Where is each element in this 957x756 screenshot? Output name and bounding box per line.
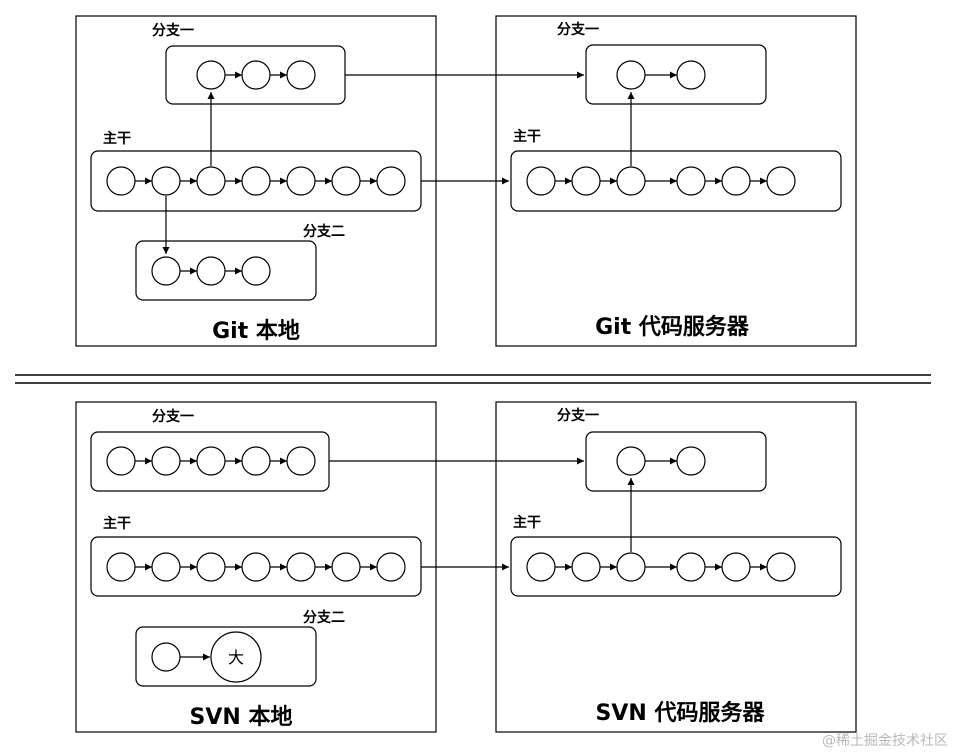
svn-local-title: SVN 本地	[190, 705, 293, 730]
git-server-trunk-label: 主干	[513, 128, 541, 145]
svn-local-big-node	[210, 631, 262, 683]
commit-node	[526, 166, 556, 196]
commit-node	[616, 446, 646, 476]
commit-node	[616, 166, 646, 196]
commit-node	[196, 256, 226, 286]
svn-local-big-node-text: 大	[228, 648, 244, 667]
commit-node	[286, 166, 316, 196]
git-server-trunk-commits	[526, 166, 796, 196]
commit-node	[286, 552, 316, 582]
svn-server-title: SVN 代码服务器	[596, 701, 766, 726]
commit-node	[151, 446, 181, 476]
commit-node	[721, 166, 751, 196]
commit-node	[196, 166, 226, 196]
commit-node	[616, 60, 646, 90]
svn-server-branch1-commits	[616, 446, 706, 476]
watermark-text: @稀土掘金技术社区	[822, 733, 948, 749]
commit-node	[241, 552, 271, 582]
svn-local-branch2-commit-node	[151, 642, 181, 672]
svn-local-branch2-label: 分支二	[303, 609, 345, 626]
commit-node	[376, 552, 406, 582]
commit-node	[241, 166, 271, 196]
commit-node	[196, 552, 226, 582]
commit-node	[106, 552, 136, 582]
commit-node	[676, 60, 706, 90]
commit-node	[766, 552, 796, 582]
commit-node	[616, 552, 646, 582]
commit-node	[106, 446, 136, 476]
svn-server-trunk-commits	[526, 552, 796, 582]
svn-local-branch1-commits	[106, 446, 316, 476]
commit-node	[241, 60, 271, 90]
commit-node	[151, 256, 181, 286]
git-local-branch1-commits	[196, 60, 316, 90]
commit-node	[196, 446, 226, 476]
git-server-branch1-commits	[616, 60, 706, 90]
git-local-branch2-commits	[151, 256, 271, 286]
svn-section: 分支一 主干 分支二 大 分支一 主干 SVN 本地 SVN 代码服务器	[75, 401, 857, 733]
git-local-title: Git 本地	[212, 319, 300, 344]
git-local-branch1-label: 分支一	[152, 22, 194, 39]
commit-node	[331, 166, 361, 196]
commit-node	[676, 166, 706, 196]
commit-node	[151, 166, 181, 196]
git-local-branch2-label: 分支二	[303, 223, 345, 240]
git-server-title: Git 代码服务器	[595, 315, 750, 340]
commit-node	[106, 166, 136, 196]
commit-node	[196, 60, 226, 90]
git-section: 分支一 主干 分支二 分支一 主干 Git 本地 Git 代码服务器	[75, 15, 857, 347]
commit-node	[571, 166, 601, 196]
commit-node	[151, 552, 181, 582]
commit-node	[286, 446, 316, 476]
section-divider	[15, 374, 931, 384]
svn-local-branch1-label: 分支一	[152, 408, 194, 425]
commit-node	[526, 552, 556, 582]
commit-node	[331, 552, 361, 582]
commit-node	[721, 552, 751, 582]
git-local-trunk-label: 主干	[103, 130, 131, 147]
git-server-branch1-label: 分支一	[557, 21, 599, 38]
svn-local-trunk-commits	[106, 552, 406, 582]
svn-server-trunk-label: 主干	[513, 514, 541, 531]
commit-node	[766, 166, 796, 196]
commit-node	[241, 256, 271, 286]
commit-node	[676, 552, 706, 582]
git-local-trunk-commits	[106, 166, 406, 196]
commit-node	[571, 552, 601, 582]
commit-node	[241, 446, 271, 476]
commit-node	[376, 166, 406, 196]
commit-node	[676, 446, 706, 476]
commit-node	[286, 60, 316, 90]
svn-local-trunk-label: 主干	[103, 515, 131, 532]
svn-server-branch1-label: 分支一	[557, 407, 599, 424]
